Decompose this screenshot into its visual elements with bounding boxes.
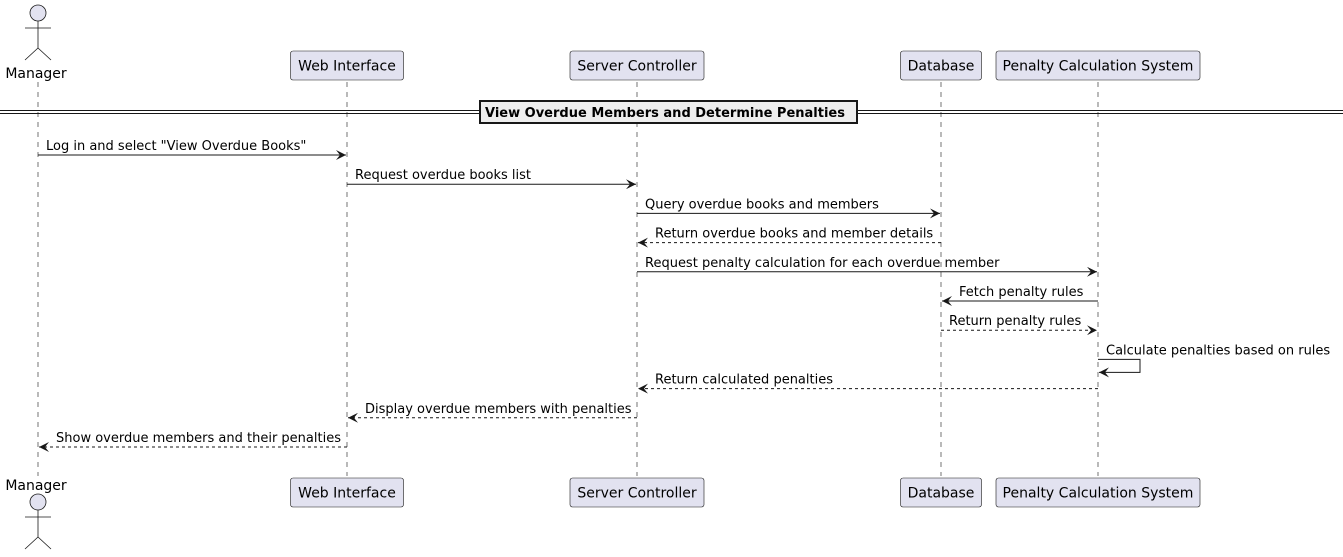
message-label: Return calculated penalties — [655, 373, 833, 388]
participant-label: Web Interface — [298, 59, 396, 75]
message-label: Query overdue books and members — [645, 197, 879, 212]
message-8: Calculate penalties based on rules — [1098, 343, 1330, 378]
message-label: Show overdue members and their penalties — [56, 431, 341, 446]
message-5: Request penalty calculation for each ove… — [637, 256, 1097, 277]
participant-box — [569, 50, 705, 81]
message-label: Return overdue books and member details — [655, 227, 933, 242]
participant-penalty-bottom: Penalty Calculation System — [995, 477, 1201, 508]
participant-label: Database — [908, 59, 975, 75]
actor-icon — [24, 4, 52, 61]
participant-web-top: Web Interface — [290, 50, 404, 81]
message-11: Show overdue members and their penalties — [39, 431, 347, 452]
message-9: Return calculated penalties — [638, 373, 1098, 394]
participant-label: Penalty Calculation System — [1003, 59, 1194, 75]
actor-icon — [24, 493, 52, 550]
message-7: Return penalty rules — [941, 314, 1097, 336]
message-label: Return penalty rules — [949, 314, 1081, 329]
message-label: Display overdue members with penalties — [365, 402, 632, 417]
participant-box — [900, 477, 982, 508]
participants-top: Manager Web Interface Server Controller Dat… — [5, 4, 1201, 82]
participant-label: Penalty Calculation System — [1003, 486, 1194, 502]
message-arrow — [1098, 358, 1141, 378]
participant-box — [995, 477, 1201, 508]
divider-label-box — [479, 100, 858, 124]
participant-server-top: Server Controller — [569, 50, 705, 81]
message-10: Display overdue members with penalties — [348, 402, 637, 423]
message-2: Request overdue books list — [347, 168, 636, 190]
message-3: Query overdue books and members — [637, 197, 940, 219]
participant-server-bottom: Server Controller — [569, 477, 705, 508]
actor-manager-top: Manager — [5, 4, 67, 82]
participant-db-top: Database — [900, 50, 982, 81]
participant-web-bottom: Web Interface — [290, 477, 404, 508]
message-label: Calculate penalties based on rules — [1106, 343, 1330, 358]
message-label: Log in and select "View Overdue Books" — [46, 139, 306, 154]
message-1: Log in and select "View Overdue Books" — [38, 139, 346, 160]
message-label: Request penalty calculation for each ove… — [645, 256, 1000, 271]
message-label: Fetch penalty rules — [959, 285, 1084, 300]
participant-box — [569, 477, 705, 508]
divider-label: View Overdue Members and Determine Penal… — [485, 106, 845, 121]
participant-box — [900, 50, 982, 81]
participant-box — [290, 50, 404, 81]
actor-label: Manager — [5, 66, 67, 82]
message-label: Request overdue books list — [355, 168, 531, 183]
participant-penalty-top: Penalty Calculation System — [995, 50, 1201, 81]
participant-box — [290, 477, 404, 508]
participant-db-bottom: Database — [900, 477, 982, 508]
section-divider: View Overdue Members and Determine Penal… — [0, 100, 1343, 124]
message-4: Return overdue books and member details — [638, 227, 941, 248]
participant-label: Server Controller — [577, 59, 696, 75]
participant-label: Database — [908, 486, 975, 502]
messages: Log in and select "View Overdue Books" Re… — [38, 139, 1330, 452]
participant-label: Web Interface — [298, 486, 396, 502]
actor-manager-bottom: Manager — [5, 478, 67, 550]
participant-box — [995, 50, 1201, 81]
actor-label: Manager — [5, 478, 67, 494]
participant-label: Server Controller — [577, 486, 696, 502]
message-6: Fetch penalty rules — [942, 285, 1098, 306]
